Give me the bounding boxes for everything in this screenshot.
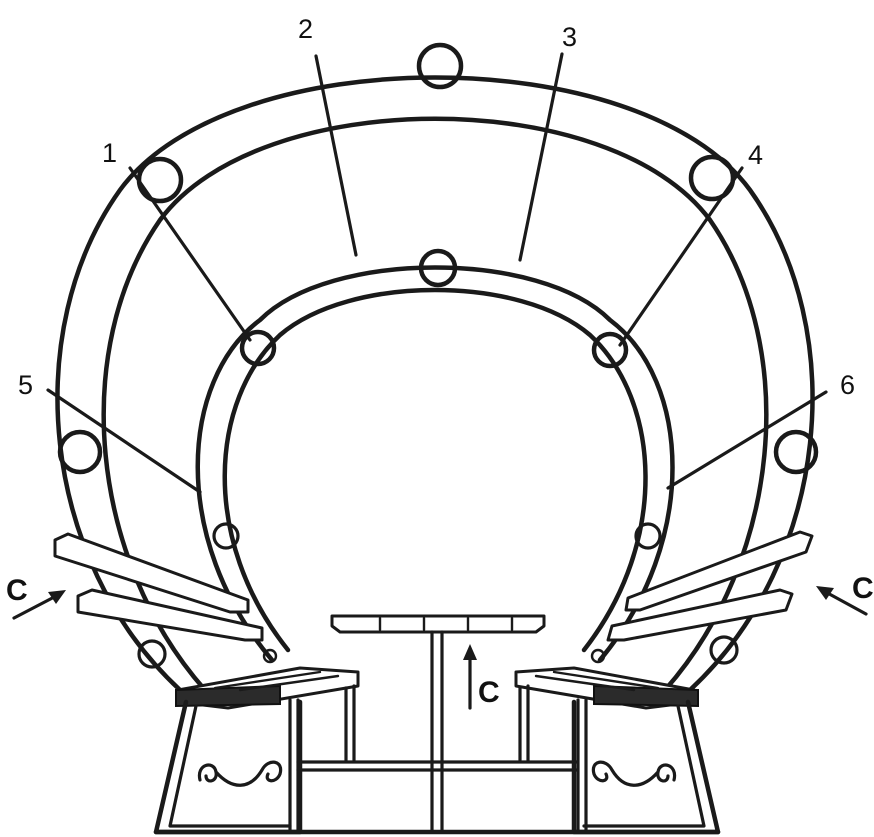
base-frame [153, 699, 721, 835]
arrow-left-head [48, 590, 66, 604]
left-backrest-plank-lower [76, 588, 264, 642]
marker-label-3: 3 [562, 22, 577, 52]
ring-inner-top [418, 248, 458, 288]
right-seat-slat-2 [534, 674, 636, 692]
ring-outer-top [416, 42, 464, 90]
right-bench [514, 530, 814, 834]
arrow-center-head [463, 644, 477, 660]
ring-outer-left [136, 156, 184, 204]
scroll-ornament-left [197, 760, 283, 787]
left-seat-slat-1 [213, 670, 322, 690]
base-left-trapezoid [153, 699, 303, 835]
table-top [330, 614, 546, 634]
inner-arch-inner-tube [222, 287, 648, 653]
spoke-5 [46, 388, 202, 494]
marker-label-4: 4 [748, 140, 763, 170]
ring-inner-right [591, 331, 629, 369]
marker-label-1: 1 [102, 138, 117, 168]
outer-arch-inner-tube [101, 116, 769, 693]
base-right-trapezoid [571, 699, 721, 835]
inner-arch-tube [195, 265, 675, 663]
right-backrest-plank-lower [606, 588, 794, 642]
marker-label-6: 6 [840, 370, 855, 400]
ring-base-right [709, 635, 739, 665]
spoke-6 [666, 390, 828, 490]
ring-inner-right-low [634, 522, 662, 550]
ring-small-left [262, 648, 278, 664]
arrow-label-center: C [478, 676, 500, 709]
arrow-right-head [816, 586, 834, 600]
spoke-1 [128, 166, 252, 342]
arch-frame [55, 75, 815, 693]
outer-arch-tube [55, 75, 815, 693]
scroll-ornament-right [591, 760, 677, 787]
left-seat-slat-2 [238, 674, 340, 692]
decorative-rings [57, 42, 819, 669]
marker-label-2: 2 [298, 14, 313, 44]
ring-inner-left-low [212, 522, 240, 550]
table [330, 614, 546, 834]
base-left-inner [168, 704, 292, 828]
right-seat-slat-1 [552, 670, 660, 690]
ring-outer-right [688, 154, 736, 202]
spoke-2 [314, 54, 358, 257]
right-backrest-plank-upper [624, 530, 814, 612]
ring-inner-left [239, 329, 277, 367]
right-seat-edge [593, 684, 699, 708]
spoke-3 [518, 52, 564, 262]
ring-outer-right-low [773, 429, 819, 475]
marker-label-5: 5 [18, 370, 33, 400]
labels: 1 2 3 4 5 6 C C C [6, 14, 874, 709]
base-right-inner [582, 704, 706, 828]
direction-arrows [12, 586, 868, 710]
left-seat-edge [175, 684, 281, 708]
left-backrest-plank-upper [53, 532, 250, 614]
ring-base-left [137, 639, 167, 669]
ring-outer-left-low [57, 429, 103, 475]
arrow-label-right: C [852, 572, 874, 605]
arrow-label-left: C [6, 574, 28, 607]
ring-small-right [590, 648, 606, 664]
